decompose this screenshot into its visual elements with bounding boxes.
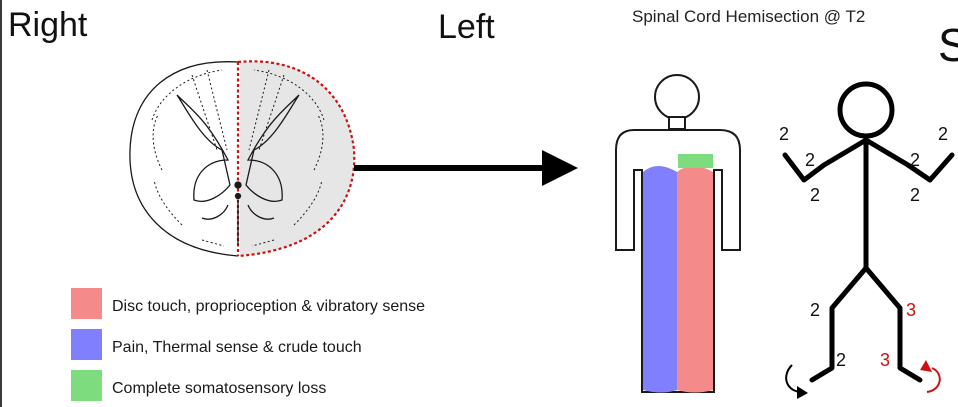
number-left-hand: 2 [779, 124, 790, 144]
number-right-forearm: 2 [910, 185, 921, 205]
diagram-title: Spinal Cord Hemisection @ T2 [632, 7, 866, 26]
number-left-thigh: 2 [810, 300, 821, 320]
lesion-half [240, 61, 355, 257]
complete-loss-region [678, 154, 713, 168]
legend-label-complete-loss: Complete somatosensory loss [112, 380, 327, 397]
number-right-elbow: 2 [910, 150, 921, 170]
legend-swatch-pain [71, 329, 102, 360]
number-left-forearm: 2 [810, 185, 821, 205]
legend-swatch-complete-loss [71, 370, 102, 401]
legend-label-touch: Disc touch, proprioception & vibratory s… [112, 298, 426, 315]
number-right-thigh: 3 [906, 300, 917, 320]
legend-label-pain: Pain, Thermal sense & crude touch [112, 339, 362, 356]
right-side-label: Right [8, 6, 88, 44]
cut-off-letter: S [938, 18, 958, 72]
touch-proprioception-region [677, 166, 713, 393]
lesion-outline [237, 60, 356, 258]
pain-thermal-region [643, 166, 677, 393]
number-right-foot: 3 [880, 350, 891, 370]
left-side-label: Left [438, 8, 495, 46]
legend-swatch-touch [71, 288, 102, 319]
number-left-elbow: 2 [805, 150, 816, 170]
number-left-foot: 2 [836, 350, 847, 370]
number-right-hand: 2 [938, 124, 949, 144]
